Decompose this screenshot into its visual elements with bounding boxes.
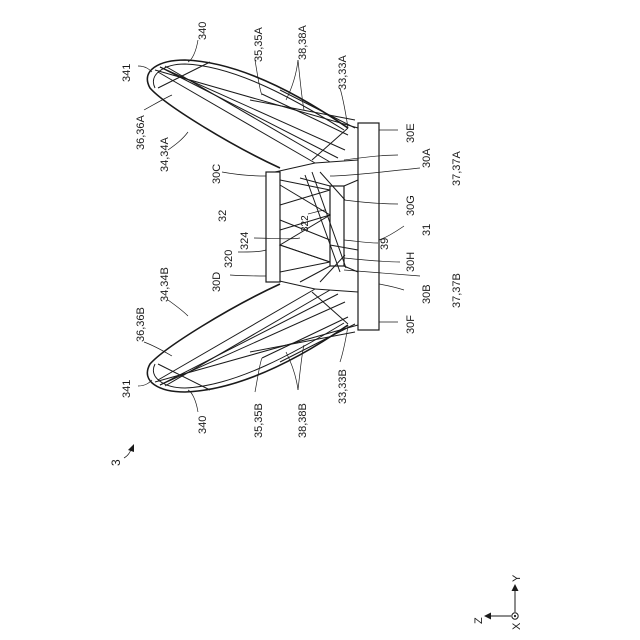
- label-35-35B: 35,35B: [253, 403, 265, 438]
- skirt-a: [147, 60, 358, 172]
- figure-number-label: 3: [109, 459, 123, 466]
- label-30G: 30G: [405, 195, 417, 216]
- axis-label-x: X: [511, 622, 523, 630]
- label-30B: 30B: [421, 284, 433, 304]
- label-340-bottom: 340: [197, 416, 209, 434]
- label-36-36B: 36,36B: [135, 307, 147, 342]
- label-34-34B: 34,34B: [159, 267, 171, 302]
- base-plate: [358, 123, 379, 330]
- label-341-top: 341: [121, 64, 133, 82]
- label-31: 31: [421, 224, 433, 236]
- label-340-top: 340: [197, 22, 209, 40]
- label-38-38B: 38,38B: [297, 403, 309, 438]
- label-322: 322: [300, 215, 311, 232]
- label-33-33B: 33,33B: [337, 369, 349, 404]
- label-30E: 30E: [405, 123, 417, 143]
- label-30F: 30F: [405, 315, 417, 334]
- label-30A: 30A: [421, 148, 433, 168]
- axis-triad: Y Z X: [473, 574, 523, 630]
- label-39: 39: [379, 238, 391, 250]
- label-37-37A: 37,37A: [451, 150, 463, 186]
- arrowhead-icon: [128, 444, 134, 452]
- label-34-34A: 34,34A: [159, 136, 171, 172]
- label-37-37B: 37,37B: [451, 273, 463, 308]
- label-36-36A: 36,36A: [135, 114, 147, 150]
- label-32: 32: [217, 210, 229, 222]
- axis-label-y: Y: [511, 574, 523, 582]
- label-341-bottom: 341: [121, 380, 133, 398]
- label-33-33A: 33,33A: [337, 54, 349, 90]
- label-30H: 30H: [405, 252, 417, 272]
- label-324: 324: [239, 232, 251, 250]
- label-35-35A: 35,35A: [253, 26, 265, 62]
- label-30C: 30C: [211, 164, 223, 184]
- y-arrow-icon: [512, 584, 519, 591]
- skirt-b: [147, 280, 358, 392]
- label-30D: 30D: [211, 272, 223, 292]
- figure-number: 3: [109, 444, 134, 466]
- label-320: 320: [223, 250, 235, 268]
- central-truss: [266, 172, 358, 282]
- axis-label-z: Z: [473, 617, 485, 624]
- label-38-38A: 38,38A: [297, 24, 309, 60]
- z-arrow-icon: [484, 613, 491, 620]
